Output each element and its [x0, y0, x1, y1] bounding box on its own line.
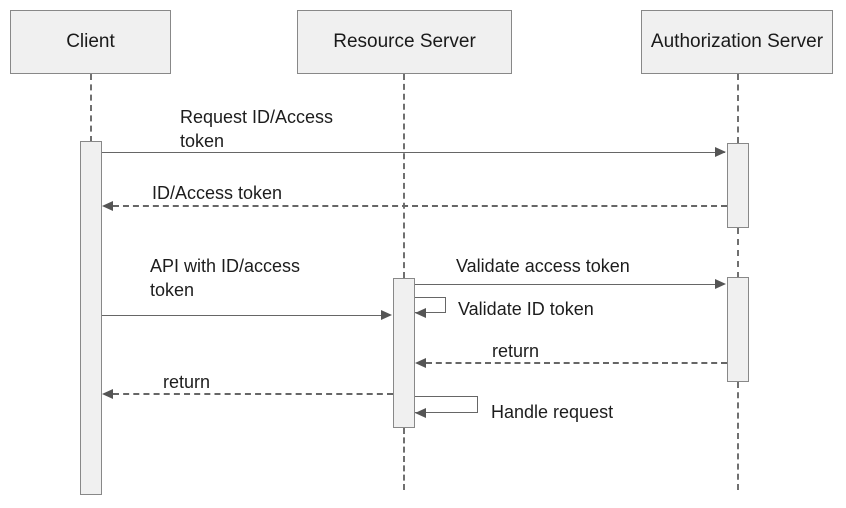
message-label-return-as-rs: return — [492, 341, 540, 361]
message-arrowhead-validate-id-token — [415, 308, 426, 318]
message-line-api-with-token — [102, 315, 381, 316]
activation-authorization-server-1 — [727, 143, 749, 228]
message-line-return-rs-client — [113, 393, 393, 395]
message-arrowhead-api-with-token — [381, 310, 392, 320]
participant-label-resource-server: Resource Server — [333, 31, 476, 53]
message-arrowhead-return-rs-client — [102, 389, 113, 399]
message-line-validate-access-token — [415, 284, 715, 285]
lifeline-client — [90, 74, 92, 142]
message-label-id-access-token: ID/Access token — [152, 183, 283, 203]
message-label-validate-id-token: Validate ID token — [458, 299, 594, 319]
lifeline-authorization-server-tail — [737, 382, 739, 490]
activation-resource-server — [393, 278, 415, 428]
lifeline-resource-server-tail — [403, 428, 405, 490]
message-label-validate-access-token: Validate access token — [456, 256, 630, 276]
message-arrowhead-return-as-rs — [415, 358, 426, 368]
message-label-request-token: Request ID/Access token — [180, 107, 334, 151]
message-label-handle-request: Handle request — [491, 402, 614, 422]
message-line-id-access-token — [113, 205, 727, 207]
message-label-api-with-token: API with ID/access token — [150, 256, 301, 300]
message-label-return-rs-client: return — [163, 372, 211, 392]
participant-label-client: Client — [66, 31, 115, 53]
message-selfloop-validate-id-token — [415, 297, 446, 313]
participant-box-client[interactable]: Client — [10, 10, 171, 74]
participant-label-authorization-server: Authorization Server — [650, 31, 824, 53]
lifeline-resource-server — [403, 74, 405, 278]
activation-authorization-server-2 — [727, 277, 749, 382]
message-line-request-token — [102, 152, 725, 153]
participant-box-authorization-server[interactable]: Authorization Server — [641, 10, 833, 74]
participant-box-resource-server[interactable]: Resource Server — [297, 10, 512, 74]
activation-client — [80, 141, 102, 495]
lifeline-authorization-server-mid — [737, 228, 739, 278]
message-selfloop-handle-request — [415, 396, 478, 413]
message-line-return-as-rs — [426, 362, 727, 364]
message-arrowhead-validate-access-token — [715, 279, 726, 289]
message-arrowhead-id-access-token — [102, 201, 113, 211]
lifeline-authorization-server — [737, 74, 739, 143]
message-arrowhead-handle-request — [415, 408, 426, 418]
message-arrowhead-request-token — [715, 147, 726, 157]
